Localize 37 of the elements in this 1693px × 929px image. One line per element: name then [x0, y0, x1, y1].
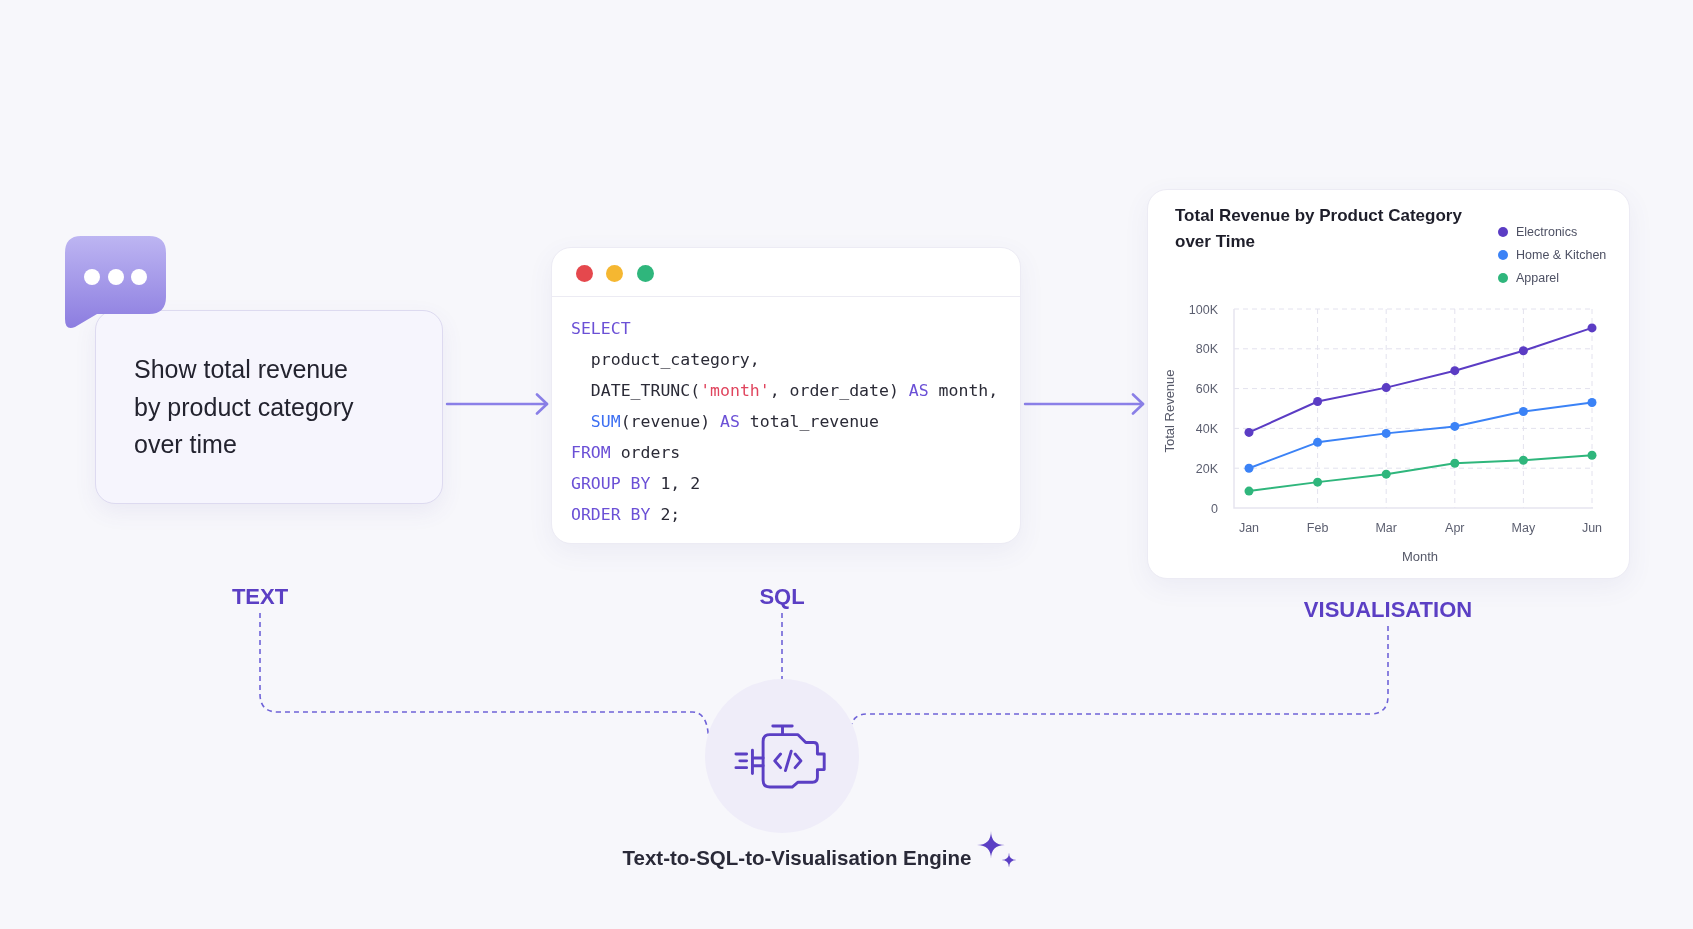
legend-label: Home & Kitchen [1516, 247, 1607, 263]
axis-tick-label: 80K [1195, 342, 1218, 357]
axis-tick-label: Apr [1445, 521, 1465, 535]
code-line: SELECT [571, 318, 631, 340]
axis-tick-label: 40K [1195, 421, 1218, 436]
code-line: ORDER BY 2; [571, 504, 681, 526]
chart-title: Total Revenue by Product Category over Time [1175, 205, 1463, 253]
code-window [551, 247, 1021, 544]
stage-label: TEXT [231, 584, 289, 610]
dashed-line [781, 612, 783, 680]
stage-label: VISUALISATION [1303, 597, 1473, 623]
stage-label: SQL [759, 584, 805, 610]
legend-label: Electronics [1516, 224, 1578, 240]
engine-caption: Text-to-SQL-to-Visualisation Engine [622, 845, 972, 871]
axis-tick-label: 20K [1195, 461, 1218, 476]
prompt-card [95, 310, 443, 504]
axis-tick-label: Jun [1581, 521, 1603, 535]
axis-tick-label: Feb [1306, 521, 1329, 535]
prompt-text: Show total revenue by product category over time [134, 354, 355, 460]
axis-tick-label: 100K [1188, 302, 1218, 317]
arrow [1023, 393, 1145, 415]
code-line: SUM(revenue) AS total_revenue [590, 411, 879, 433]
axis-tick-label: Jan [1238, 521, 1260, 535]
axis-tick-label: 0 [1211, 501, 1218, 516]
axis-tick-label: 60K [1195, 382, 1218, 397]
axis-title: Month [1401, 549, 1439, 564]
code-line: product_category, [590, 349, 760, 371]
arrow [445, 393, 549, 415]
code-line: DATE_TRUNC('month', order_date) AS month, [590, 380, 999, 402]
legend-label: Apparel [1516, 270, 1560, 286]
code-line: FROM orders [571, 442, 681, 464]
axis-tick-label: Mar [1375, 521, 1397, 535]
axis-tick-label: May [1511, 521, 1536, 535]
axis-title: Total Revenue [1162, 369, 1177, 453]
dashed-line [259, 612, 709, 735]
code-line: GROUP BY 1, 2 [571, 473, 701, 495]
chart-card [1147, 189, 1630, 579]
